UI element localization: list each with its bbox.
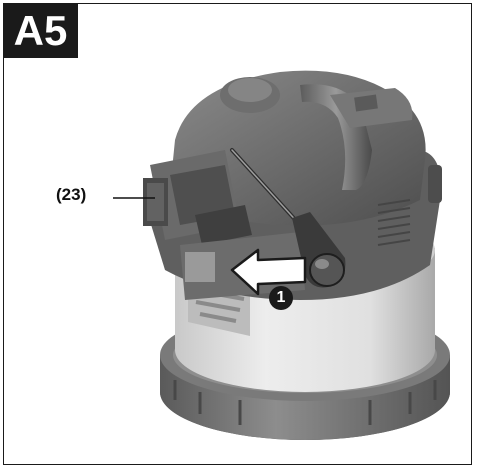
part-reference-label: (23) — [56, 185, 87, 204]
step-number: 1 — [276, 289, 286, 306]
step-number-badge — [269, 286, 293, 310]
figure-label: A5 — [3, 3, 78, 58]
push-arrow-icon — [230, 248, 307, 296]
